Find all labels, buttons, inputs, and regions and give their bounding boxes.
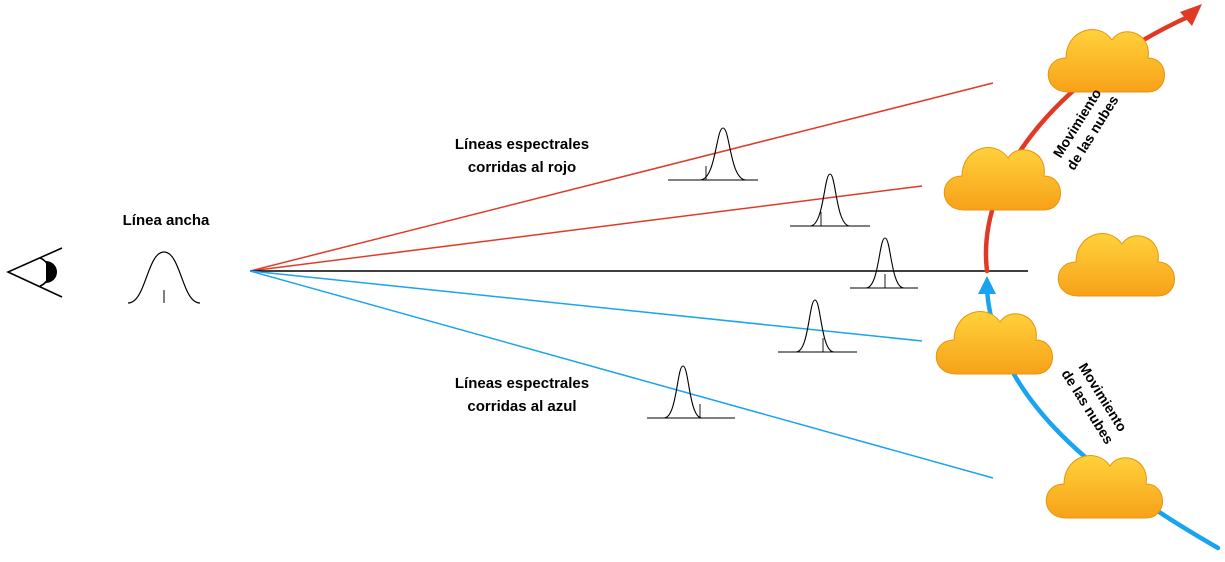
blueshift-label-line1: Líneas espectrales — [455, 375, 589, 392]
blue-sight-line-upper — [249, 270, 923, 342]
redshift-label-line2: corridas al rojo — [468, 159, 576, 176]
motion-label-top: Movimiento de las nubes — [1050, 86, 1122, 173]
spectral-profiles — [647, 127, 918, 419]
cloud-icon — [935, 311, 1053, 375]
broad-line-profile — [127, 251, 201, 304]
red-arrow-head — [1180, 4, 1202, 26]
eye-icon — [6, 247, 63, 298]
redshifted-profile-lower — [790, 173, 870, 227]
cloud-icon — [943, 147, 1061, 211]
blue-arrow-head — [978, 276, 996, 294]
red-sight-line-upper — [249, 82, 994, 272]
cloud-icon — [1057, 233, 1175, 297]
sight-lines — [249, 82, 1028, 479]
blueshift-label-line2: corridas al azul — [467, 398, 576, 415]
cloud-icon — [1045, 455, 1163, 519]
motion-label-bottom: Movimiento de las nubes — [1059, 360, 1131, 447]
redshifted-profile-upper — [668, 127, 758, 181]
red-sight-line-lower — [249, 185, 923, 272]
blueshifted-profile-lower — [647, 365, 735, 419]
blue-sight-line-lower — [249, 270, 994, 479]
broad-line-label: Línea ancha — [123, 212, 210, 229]
rest-profile-center — [850, 237, 918, 289]
redshift-label-line1: Líneas espectrales — [455, 136, 589, 153]
blueshifted-profile-upper — [778, 299, 857, 353]
